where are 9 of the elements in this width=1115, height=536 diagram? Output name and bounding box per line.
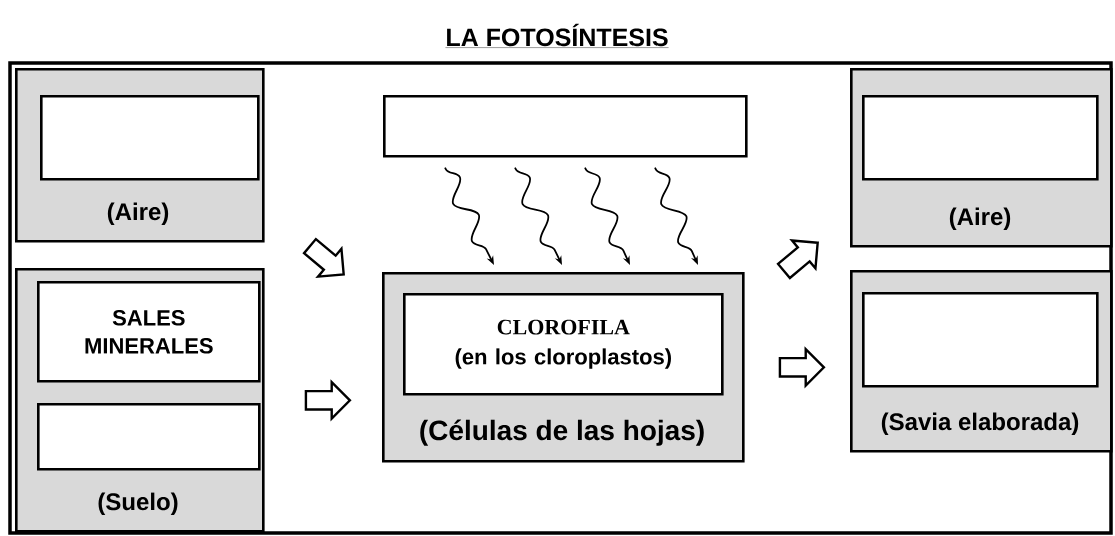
empty-box	[862, 95, 1099, 181]
label-box: SALES MINERALES	[37, 281, 261, 383]
title: LA FOTOSÍNTESIS	[445, 23, 669, 48]
empty-box	[37, 403, 261, 471]
block-arrow	[776, 239, 819, 280]
empty-box	[383, 95, 748, 158]
label-box: CLOROFILA (en los cloroplastos)	[403, 293, 724, 396]
empty-box	[862, 292, 1099, 388]
empty-box	[40, 95, 260, 181]
